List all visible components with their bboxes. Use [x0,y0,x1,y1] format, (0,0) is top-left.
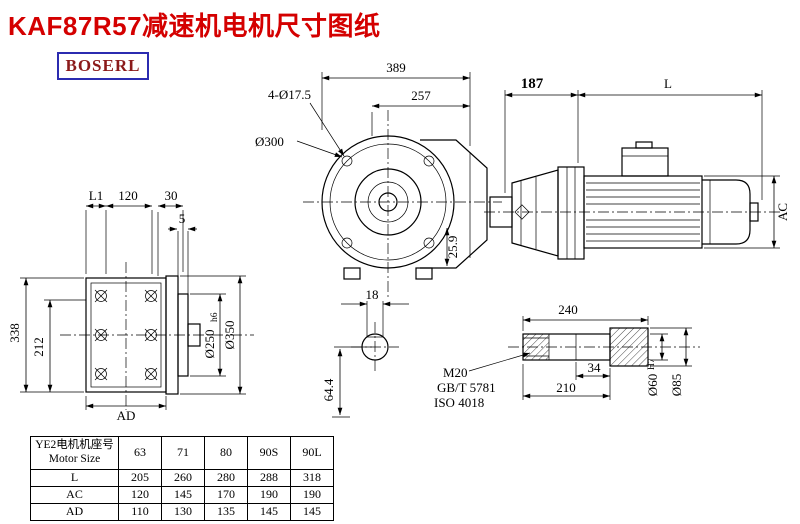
table-cell: 190 [247,485,291,504]
bolt-hole [423,155,435,167]
table-cell: 190 [290,485,334,504]
label-m20: M20 [443,365,468,380]
front-view [303,110,502,300]
dim-257: 257 [411,88,431,103]
dim-flange-diameter: Ø300 [255,134,284,149]
boserl-logo: BOSERL [57,52,149,80]
table-cell: 145 [161,485,205,504]
dim-85: Ø85 [669,374,684,396]
dim-338: 338 [7,323,22,343]
table-row-AC: AC 120 145 170 190 190 [30,485,334,504]
motor-size-header: YE2电机机座号 Motor Size [30,436,119,470]
terminal-box [621,147,669,177]
shaft-stub [187,323,201,347]
table-cell: 135 [204,502,248,521]
dim-5: 5 [179,211,186,226]
size-column-header: 90L [290,436,334,470]
bolt-hole [423,237,435,249]
dim-240: 240 [558,302,578,317]
gear-housing [511,169,559,257]
row-label: AD [30,502,119,521]
side-view-dimensions: 187 L AC [504,76,790,249]
table-row-AD: AD 110 130 135 145 145 [30,502,334,521]
flange-outer-circle [321,135,455,269]
table-cell: 120 [118,485,162,504]
dim-64-4: 64.4 [321,378,336,401]
dim-30: 30 [165,188,178,203]
table-cell: 318 [290,468,334,487]
size-column-header: 71 [161,436,205,470]
dim-AD: AD [117,408,136,423]
left-view-dimensions: L1 120 30 5 338 212 AD Ø250 h6 [7,188,246,423]
dim-L1: L1 [89,188,103,203]
dim-350: Ø350 [222,321,237,350]
dim-120: 120 [118,188,138,203]
table-cell: 280 [204,468,248,487]
size-column-header: 63 [118,436,162,470]
table-cell: 288 [247,468,291,487]
bolt-marks [94,289,158,381]
dim-34: 34 [588,360,602,375]
adapter-flange [557,166,585,260]
bolt-hole [341,155,353,167]
bolt-hole [341,237,353,249]
table-row-L: L 205 260 280 288 318 [30,468,334,487]
shaft-hub [609,327,649,367]
dim-210: 210 [556,380,576,395]
dim-L: L [664,76,672,91]
dim-60: Ø60 [645,374,660,396]
shaft-detail-view [508,327,700,367]
row-label: L [30,468,119,487]
table-cell: 130 [161,502,205,521]
dim-18: 18 [366,287,379,302]
dim-bolt-holes: 4-Ø17.5 [268,87,311,102]
label-iso-4018: ISO 4018 [434,395,484,410]
dim-250: Ø250 [202,330,217,359]
motor-size-table: YE2电机机座号 Motor Size 63 71 80 90S 90L L 2… [30,436,334,521]
dim-AC: AC [775,203,790,221]
size-column-header: 80 [204,436,248,470]
dim-25-9: 25.9 [445,236,460,259]
motor-size-header-en: Motor Size [48,452,101,465]
table-cell: 145 [290,502,334,521]
dim-250-tolerance: h6 [210,312,220,322]
table-header-row: YE2电机机座号 Motor Size 63 71 80 90S 90L [30,436,334,470]
size-column-header: 90S [247,436,291,470]
table-cell: 205 [118,468,162,487]
side-view [484,141,782,260]
shaft-bore-circle [378,192,398,212]
shaft-end-view: 18 64.4 [321,287,409,418]
page-title: KAF87R57减速机电机尺寸图纸 [8,11,381,41]
shaft-detail-dimensions: 240 M20 GB/T 5781 ISO 4018 34 210 Ø60 H7… [434,302,692,410]
table-cell: 260 [161,468,205,487]
oil-plug-symbol [514,204,530,220]
dim-60-tolerance: H7 [647,358,657,370]
motor-size-header-cn: YE2电机机座号 [35,439,114,451]
dim-389: 389 [386,60,406,75]
table-cell: 110 [118,502,162,521]
label-gbt-5781: GB/T 5781 [437,380,496,395]
dim-212: 212 [31,337,46,357]
dim-187: 187 [521,76,544,92]
bolt-circle [329,143,447,261]
row-label: AC [30,485,119,504]
front-view-dimensions: 389 257 4-Ø17.5 Ø300 25.9 [255,60,471,266]
table-cell: 145 [247,502,291,521]
table-cell: 170 [204,485,248,504]
